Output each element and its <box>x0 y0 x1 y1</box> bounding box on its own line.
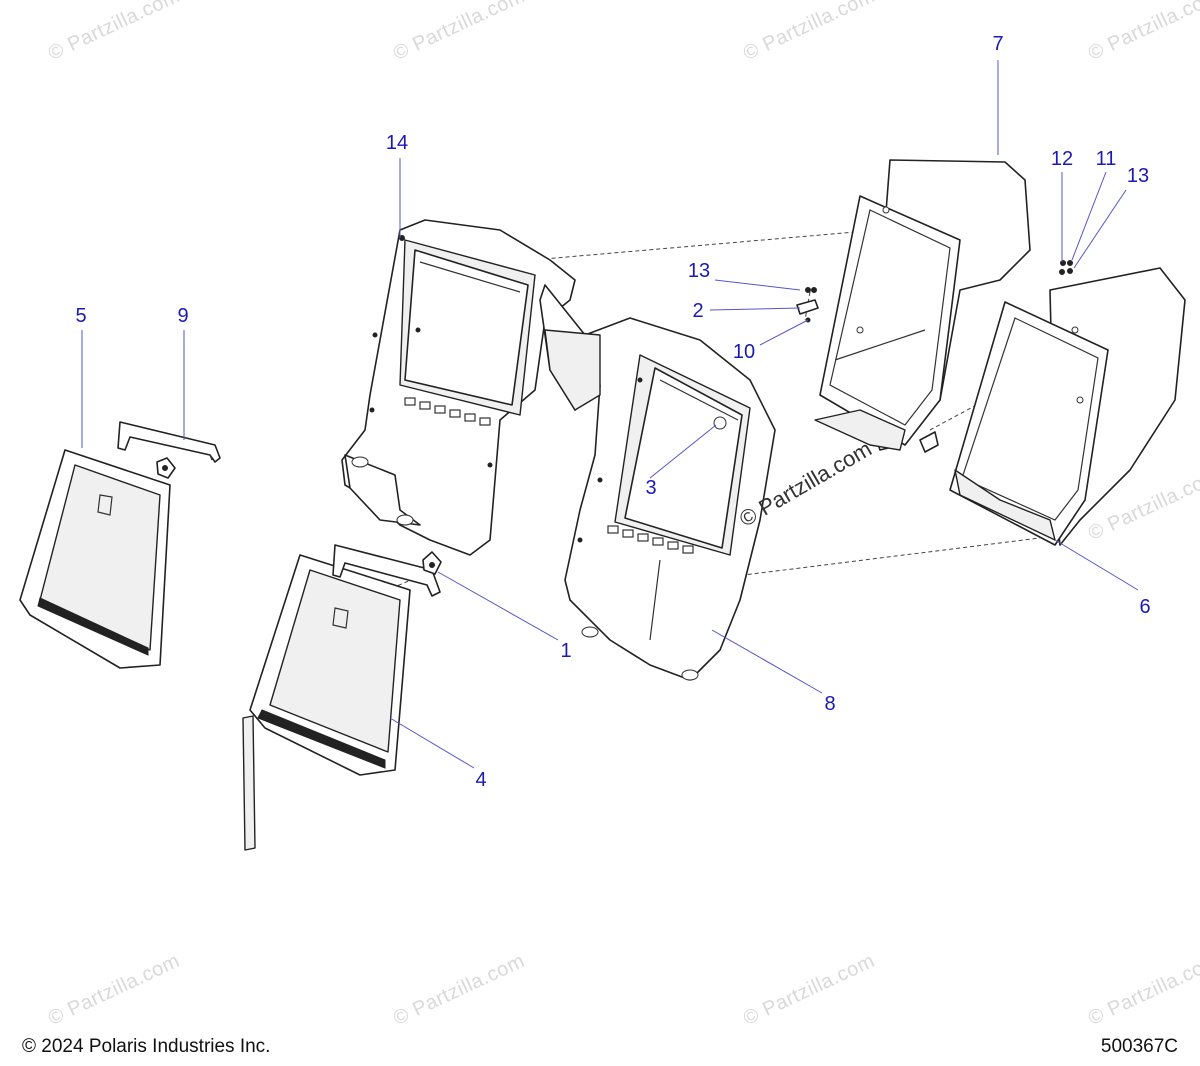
callout-7[interactable]: 7 <box>992 33 1004 55</box>
vent-slots <box>607 525 694 554</box>
storage-box-6 <box>949 267 1186 546</box>
lid-5 <box>19 449 171 669</box>
copyright-text: © 2024 Polaris Industries Inc. <box>22 1036 271 1057</box>
lid-4 <box>249 554 411 776</box>
diagram-id: 500367C <box>1100 1036 1178 1057</box>
callout-12[interactable]: 12 <box>1050 148 1074 170</box>
handle-9 <box>117 421 221 463</box>
storage-box-7 <box>814 159 1031 451</box>
console-panel-left <box>341 219 576 556</box>
latch-small <box>156 457 176 479</box>
leader-lines <box>81 60 1139 769</box>
callout-13[interactable]: 13 <box>1126 165 1150 187</box>
callout-13[interactable]: 13 <box>687 260 711 282</box>
callout-9[interactable]: 9 <box>177 305 189 327</box>
callout-2[interactable]: 2 <box>692 300 704 322</box>
callout-8[interactable]: 8 <box>824 693 836 715</box>
callout-5[interactable]: 5 <box>75 305 87 327</box>
vent-slots <box>404 397 491 426</box>
callout-6[interactable]: 6 <box>1139 596 1151 618</box>
assembly-line <box>719 537 1041 579</box>
latch-1 <box>422 551 442 575</box>
callout-3[interactable]: 3 <box>645 477 657 499</box>
callout-11[interactable]: 11 <box>1095 148 1117 170</box>
weather-strip <box>242 715 256 851</box>
callout-14[interactable]: 14 <box>385 132 409 154</box>
callout-1[interactable]: 1 <box>560 640 572 662</box>
handle-4 <box>332 544 441 597</box>
hardware-cluster <box>796 260 1073 453</box>
callout-4[interactable]: 4 <box>475 769 487 791</box>
console-panel-right <box>539 284 776 681</box>
callout-10[interactable]: 10 <box>732 341 756 363</box>
